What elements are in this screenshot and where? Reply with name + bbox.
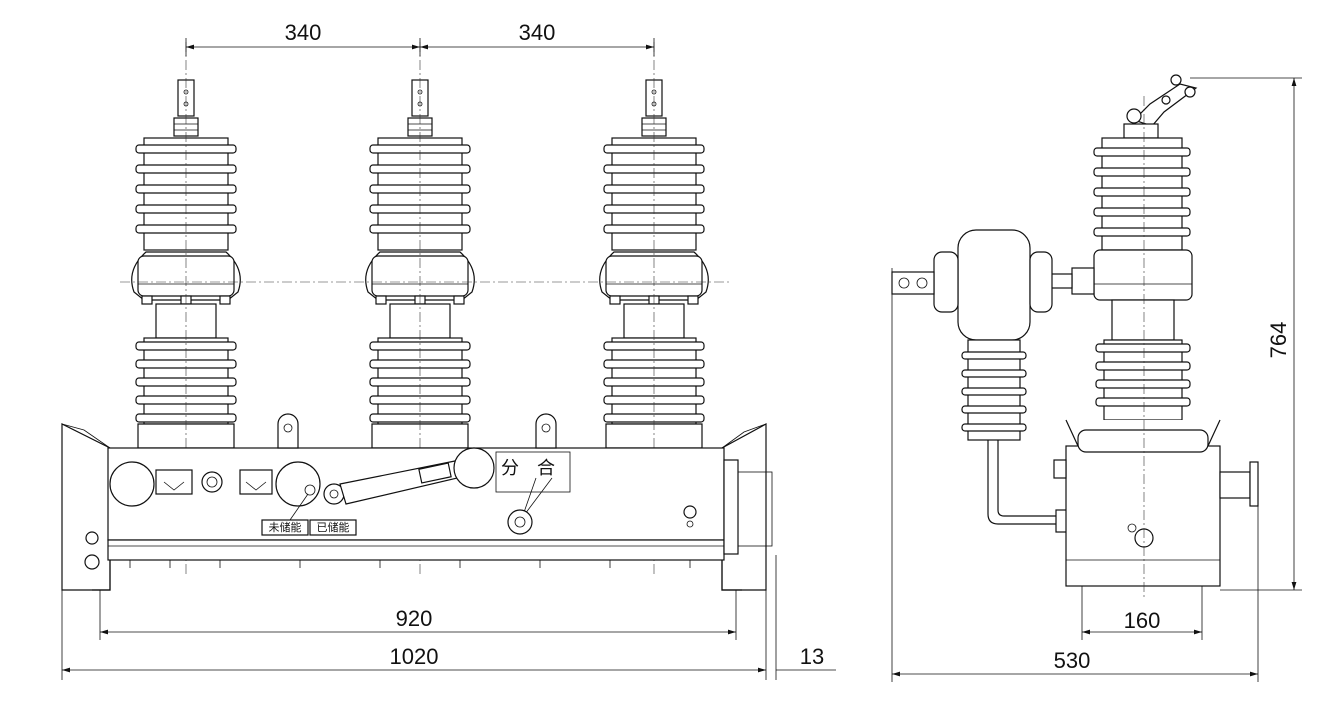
gear-right xyxy=(275,461,321,507)
close-label: 合 xyxy=(537,458,555,479)
dim-overall-height: 764 xyxy=(1266,322,1291,359)
dim-side-depth: 530 xyxy=(1054,648,1091,673)
dim-overall-width: 1020 xyxy=(390,644,439,669)
gear-left xyxy=(109,461,155,507)
indicator-panel xyxy=(495,451,571,493)
manual-handle xyxy=(507,509,533,535)
not-charged-box xyxy=(261,519,309,536)
lifting-eye-right xyxy=(535,413,557,449)
dim-base-width: 920 xyxy=(396,606,433,631)
operating-wheel xyxy=(453,447,495,489)
dim-spacing-left: 340 xyxy=(285,20,322,45)
dim-side-base: 160 xyxy=(1124,608,1161,633)
side-view xyxy=(891,74,1259,682)
base-frame xyxy=(107,539,725,561)
charged-label: 已储能 xyxy=(317,520,350,534)
charged-box xyxy=(309,519,357,536)
open-label: 分 xyxy=(501,458,519,479)
mechanism-box xyxy=(107,447,725,541)
dim-offset: 13 xyxy=(800,644,824,669)
lifting-eye-left xyxy=(277,413,299,449)
not-charged-label: 未储能 xyxy=(269,520,302,534)
dim-spacing-right: 340 xyxy=(519,20,556,45)
